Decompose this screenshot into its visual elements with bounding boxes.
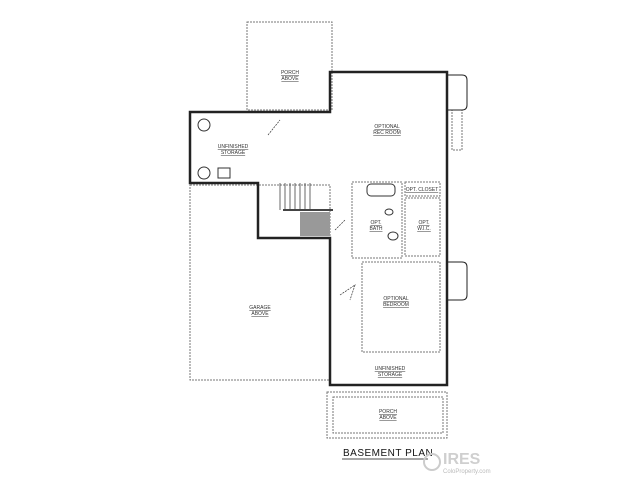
svg-text:STORAGE: STORAGE <box>221 150 246 156</box>
ires-watermark: IRES ColoProperty.com <box>423 451 491 475</box>
svg-text:GARAGE: GARAGE <box>249 305 271 311</box>
label-garage: GARAGE ABOVE <box>249 305 271 317</box>
label-bath: OPT. BATH <box>370 220 383 232</box>
svg-text:PORCH: PORCH <box>281 70 299 76</box>
svg-text:W.I.C.: W.I.C. <box>417 226 431 232</box>
svg-text:BATH: BATH <box>370 226 383 232</box>
water-heater-icon <box>197 118 211 132</box>
svg-text:PORCH: PORCH <box>379 409 397 415</box>
svg-text:OPT.: OPT. <box>418 220 429 226</box>
label-wic: OPT. W.I.C. <box>417 220 431 232</box>
svg-text:OPTIONAL: OPTIONAL <box>383 296 409 302</box>
window-top <box>447 74 468 111</box>
svg-text:UNFINISHED: UNFINISHED <box>218 144 249 150</box>
sump-icon <box>217 167 231 179</box>
label-storage-left: UNFINISHED STORAGE <box>218 144 249 156</box>
porch-top-outline <box>246 21 333 111</box>
svg-text:ABOVE: ABOVE <box>379 415 397 421</box>
window-well-top <box>451 109 463 151</box>
label-rec-room: OPTIONAL REC ROOM <box>373 124 401 136</box>
bedroom-walls <box>361 261 441 353</box>
label-porch-top: PORCH ABOVE <box>281 70 299 82</box>
wic-walls <box>404 197 441 257</box>
plan-title: BASEMENT PLAN <box>343 448 433 459</box>
porch-bottom-inner <box>332 396 444 434</box>
toilet-icon <box>384 208 394 216</box>
window-bottom <box>447 261 468 301</box>
svg-text:BEDROOM: BEDROOM <box>383 302 409 308</box>
bath-walls <box>351 181 403 259</box>
door-swings <box>267 119 356 301</box>
svg-text:ABOVE: ABOVE <box>281 76 299 82</box>
bathtub-icon <box>366 183 396 197</box>
svg-text:OPTIONAL: OPTIONAL <box>374 124 400 130</box>
svg-text:UNFINISHED: UNFINISHED <box>375 366 406 372</box>
svg-text:ABOVE: ABOVE <box>251 311 269 317</box>
svg-text:STORAGE: STORAGE <box>378 372 403 378</box>
svg-text:REC ROOM: REC ROOM <box>373 130 401 136</box>
label-bedroom: OPTIONAL BEDROOM <box>383 296 409 308</box>
svg-text:ColoProperty.com: ColoProperty.com <box>443 469 491 475</box>
label-storage-bottom: UNFINISHED STORAGE <box>375 366 406 378</box>
label-closet: OPT. CLOSET <box>406 187 439 193</box>
closet-walls <box>404 181 441 197</box>
sink-icon <box>387 231 399 241</box>
foundation-walls <box>188 70 449 387</box>
stairs <box>279 183 333 236</box>
porch-bottom-outline <box>326 391 448 439</box>
label-porch-bottom: PORCH ABOVE <box>379 409 397 421</box>
svg-text:IRES: IRES <box>443 451 481 468</box>
furnace-icon <box>197 166 211 180</box>
svg-text:OPT.: OPT. <box>370 220 381 226</box>
